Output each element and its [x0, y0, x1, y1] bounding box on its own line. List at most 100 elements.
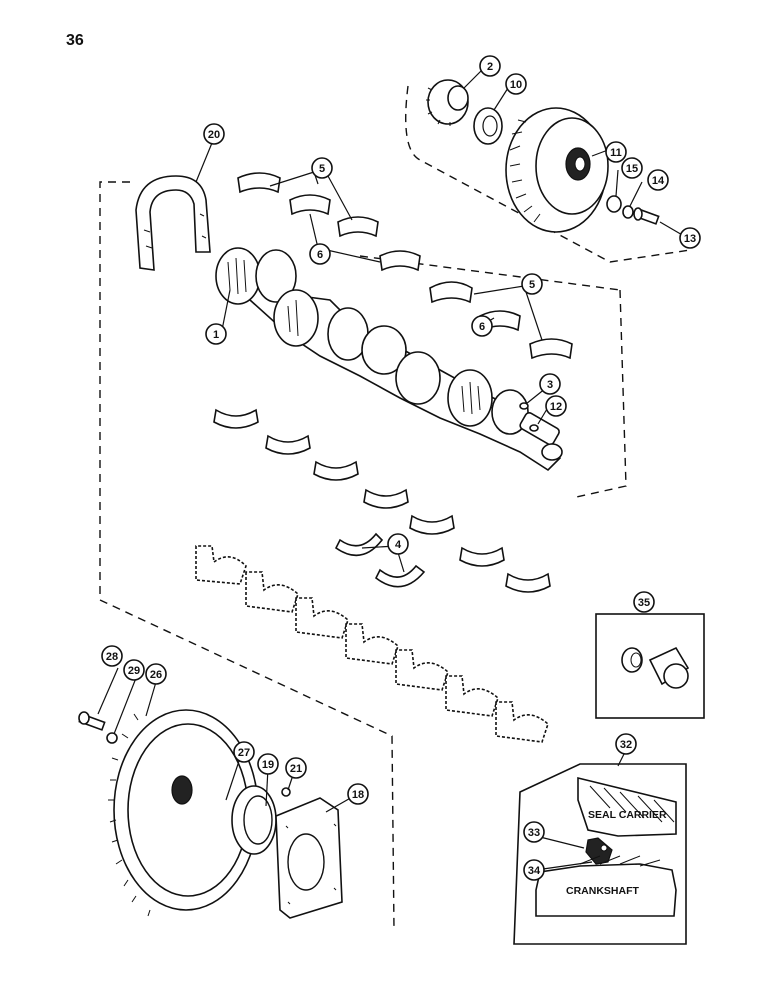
thrust-washer-1: [334, 532, 384, 557]
callout-number: 14: [652, 175, 665, 187]
vibration-damper: [505, 107, 609, 233]
damper-bolt: [633, 207, 660, 225]
callout-number: 35: [638, 597, 650, 609]
page-number: 36: [66, 32, 84, 49]
callout-circle: [311, 157, 333, 179]
callout-34: 34: [523, 859, 545, 881]
callout-circle: [633, 591, 655, 613]
callout-circle: [203, 123, 225, 145]
callout-number: 4: [395, 539, 402, 551]
callout-circle: [233, 741, 255, 763]
callout-number: 26: [150, 669, 162, 681]
callout-number: 5: [529, 279, 535, 291]
callout-number: 19: [262, 759, 274, 771]
callout-circle: [615, 733, 637, 755]
callout-circle: [309, 243, 331, 265]
callout-circle: [521, 273, 543, 295]
callout-18: 18: [347, 783, 369, 805]
callout-21: 21: [285, 757, 307, 779]
crankshaft-key: [519, 402, 529, 410]
callout-circle: [471, 315, 493, 337]
callout-number: 32: [620, 739, 632, 751]
crankshaft-gear: [426, 79, 469, 126]
crankshaft-group-outline: [99, 181, 627, 931]
callout-number: 6: [479, 321, 485, 333]
callout-20: 20: [203, 123, 225, 145]
callout-3: 3: [539, 373, 561, 395]
callout-27: 27: [233, 741, 255, 763]
callout-number: 13: [684, 233, 696, 245]
callout-circle: [545, 395, 567, 417]
callout-number: 1: [213, 329, 219, 341]
callout-number: 15: [626, 163, 638, 175]
callout-28: 28: [101, 645, 123, 667]
callout-5: 5: [521, 273, 543, 295]
callout-35: 35: [633, 591, 655, 613]
thrust-washer-2: [374, 564, 426, 588]
flywheel-bolt: [78, 711, 106, 731]
seal-carrier-label: SEAL CARRIER: [588, 809, 667, 821]
callout-33: 33: [523, 821, 545, 843]
gear-group-outline: [405, 85, 691, 263]
flywheel: [108, 709, 259, 917]
callout-5: 5: [311, 157, 333, 179]
callout-circle: [505, 73, 527, 95]
callout-circle: [257, 753, 279, 775]
callout-number: 11: [610, 147, 622, 159]
rear-seal-strip: [135, 175, 211, 271]
callout-circle: [123, 659, 145, 681]
crankshaft-label: CRANKSHAFT: [566, 885, 639, 897]
callout-29: 29: [123, 659, 145, 681]
seal-retainer-plate: [275, 797, 343, 919]
callout-circle: [539, 373, 561, 395]
callout-12: 12: [545, 395, 567, 417]
callout-13: 13: [679, 227, 701, 249]
callout-circle: [523, 859, 545, 881]
callout-circle: [679, 227, 701, 249]
callout-number: 12: [550, 401, 562, 413]
callout-14: 14: [647, 169, 669, 191]
callout-6: 6: [309, 243, 331, 265]
callout-32: 32: [615, 733, 637, 755]
callout-number: 18: [352, 789, 364, 801]
callout-circle: [145, 663, 167, 685]
damper-washer: [606, 195, 622, 213]
callout-number: 34: [528, 865, 541, 877]
callout-number: 6: [317, 249, 323, 261]
callout-1: 1: [205, 323, 227, 345]
callout-2: 2: [479, 55, 501, 77]
callout-number: 3: [547, 379, 553, 391]
seal-lip: [585, 837, 613, 865]
callout-markers: 1234556610111213141518192021262728293233…: [101, 55, 701, 881]
crankshaft-dowel: [529, 424, 539, 432]
callout-circle: [523, 821, 545, 843]
callout-circle: [479, 55, 501, 77]
callout-circle: [647, 169, 669, 191]
callout-15: 15: [621, 157, 643, 179]
plug-assembly: [621, 646, 690, 689]
callout-4: 4: [387, 533, 409, 555]
inset-35-frame: [595, 613, 705, 719]
damper-bolt-washer: [622, 205, 634, 219]
callout-6: 6: [471, 315, 493, 337]
callout-11: 11: [605, 141, 627, 163]
callout-number: 28: [106, 651, 118, 663]
callout-circle: [387, 533, 409, 555]
lower-bearing-shells: [213, 408, 551, 593]
crankshaft-section: [535, 855, 677, 917]
callout-number: 10: [510, 79, 522, 91]
callout-26: 26: [145, 663, 167, 685]
callout-circle: [285, 757, 307, 779]
main-bearing-caps: [195, 545, 549, 743]
callout-number: 20: [208, 129, 220, 141]
callout-number: 27: [238, 747, 250, 759]
flywheel-washer: [106, 732, 118, 744]
seal-carrier-section: [577, 776, 677, 837]
front-oil-seal: [473, 107, 503, 145]
callout-circle: [621, 157, 643, 179]
callout-number: 2: [487, 61, 493, 73]
callout-circle: [605, 141, 627, 163]
callout-number: 21: [290, 763, 302, 775]
callout-circle: [101, 645, 123, 667]
